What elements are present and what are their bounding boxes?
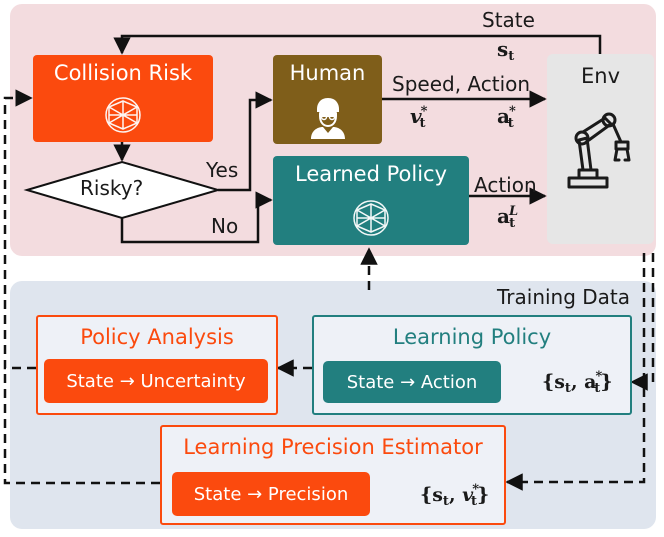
collision-risk-title: Collision Risk — [53, 61, 193, 85]
human-title: Human — [289, 61, 366, 85]
human-box: Human — [273, 55, 382, 144]
learning-policy-title: Learning Policy — [392, 325, 552, 349]
policy-action-label: Action — [474, 173, 537, 197]
collision-risk-box: Collision Risk — [33, 55, 213, 142]
precision-training-set: {st, v*t} — [420, 482, 490, 509]
neural-network-icon — [105, 97, 141, 133]
neural-network-icon — [353, 200, 389, 236]
policy-analysis-title: Policy Analysis — [80, 325, 234, 349]
env-title: Env — [580, 64, 620, 88]
precision-pill: State → Precision — [172, 472, 370, 516]
speed-symbol: v*t — [410, 104, 428, 131]
yes-branch-line — [218, 91, 273, 192]
speed-action-label: Speed, Action — [392, 72, 531, 96]
training-data-title: Training Data — [497, 285, 631, 309]
action-training-set: {st, a*t} — [542, 369, 613, 396]
environment-box: Env — [547, 54, 654, 244]
uncertainty-pill: State → Uncertainty — [44, 359, 268, 403]
learned-policy-box: Learned Policy — [273, 156, 469, 245]
yes-label: Yes — [206, 158, 239, 182]
person-icon — [311, 98, 345, 139]
human-action-symbol: a*t — [497, 104, 516, 131]
robot-arm-icon — [567, 112, 631, 189]
policy-analysis-card: Policy Analysis State → Uncertainty — [36, 315, 278, 415]
risky-label: Risky? — [80, 176, 144, 200]
learned-policy-title: Learned Policy — [294, 162, 448, 186]
action-data-line — [630, 253, 655, 391]
no-branch-line — [120, 191, 273, 244]
learning-policy-card: Learning Policy State → Action {st, a*t} — [312, 315, 632, 415]
state-feedback-line — [113, 34, 602, 55]
precision-feedback-line — [3, 368, 160, 485]
state-symbol: st — [497, 37, 515, 64]
uncertainty-feedback-line — [3, 89, 36, 370]
precision-data-line — [505, 253, 646, 491]
no-label: No — [211, 214, 239, 238]
precision-estimator-title: Learning Precision Estimator — [183, 435, 483, 459]
action-pill: State → Action — [323, 361, 501, 403]
state-label: State — [482, 8, 535, 32]
policy-action-symbol: aLt — [497, 204, 519, 231]
precision-estimator-card: Learning Precision Estimator State → Pre… — [160, 425, 506, 525]
